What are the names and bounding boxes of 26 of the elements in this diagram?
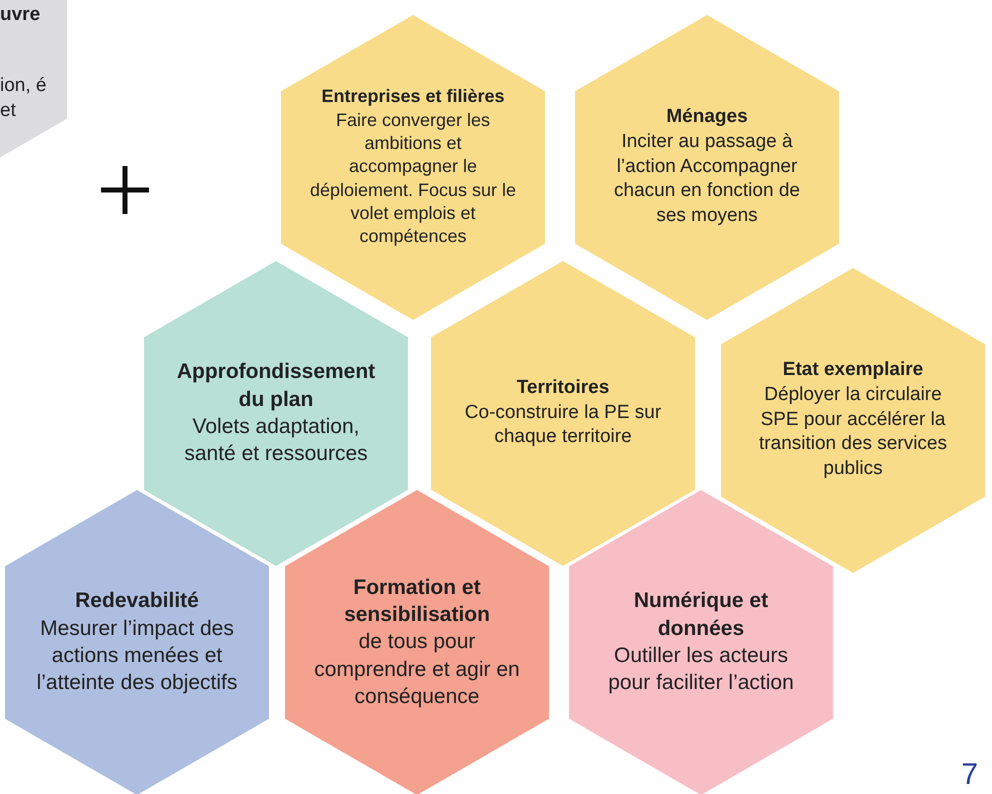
hexagon: [721, 268, 985, 572]
hexagon: [285, 490, 549, 794]
hexagon-text: Déployer la circulaire SPE pour accélérer la transition des services publics: [758, 382, 948, 482]
hexagon: [575, 14, 839, 320]
hexagon-text: Mesurer l’impact des actions menées et l’atteinte des objectifs: [36, 616, 238, 696]
hexagon-text: de tous pour comprendre et agir en conséquence: [313, 629, 521, 710]
hexagon-text: Inciter au passage à l’action Accompagner chacun en fonction de ses moyens: [613, 130, 801, 228]
page-number: 7: [961, 758, 978, 792]
hexagon-heading: Entreprises et filières: [321, 85, 505, 108]
hexagon-heading: Redevabilité: [75, 588, 199, 614]
hexagon-text: Outiller les acteurs pour faciliter l’action: [607, 643, 795, 696]
hexagon: [281, 14, 545, 320]
hexagon-heading: Ménages: [666, 105, 748, 130]
hexagon: [431, 260, 695, 566]
hexagon-heading: uvre: [0, 3, 42, 27]
hexagon-heading: Territoires: [516, 376, 610, 400]
hexagon-heading: Etat exemplaire: [782, 358, 924, 382]
hexagon: [144, 260, 408, 566]
hexagon-text: Co-construire la PE sur chaque territoire: [464, 400, 662, 450]
hexagon-heading: Approfondissement du plan: [176, 359, 376, 413]
hexagon-heading: Numérique et données: [632, 588, 770, 642]
hexagon-text: ion, é et: [0, 74, 48, 123]
hexagon-text: Faire converger les ambitions et accompagner le déploiement. Focus sur le volet emplois et compétences: [308, 108, 518, 248]
hexagon-text: Volets adaptation, santé et ressources: [183, 414, 369, 468]
hexagon: [5, 490, 269, 794]
hexagon: [569, 490, 833, 794]
